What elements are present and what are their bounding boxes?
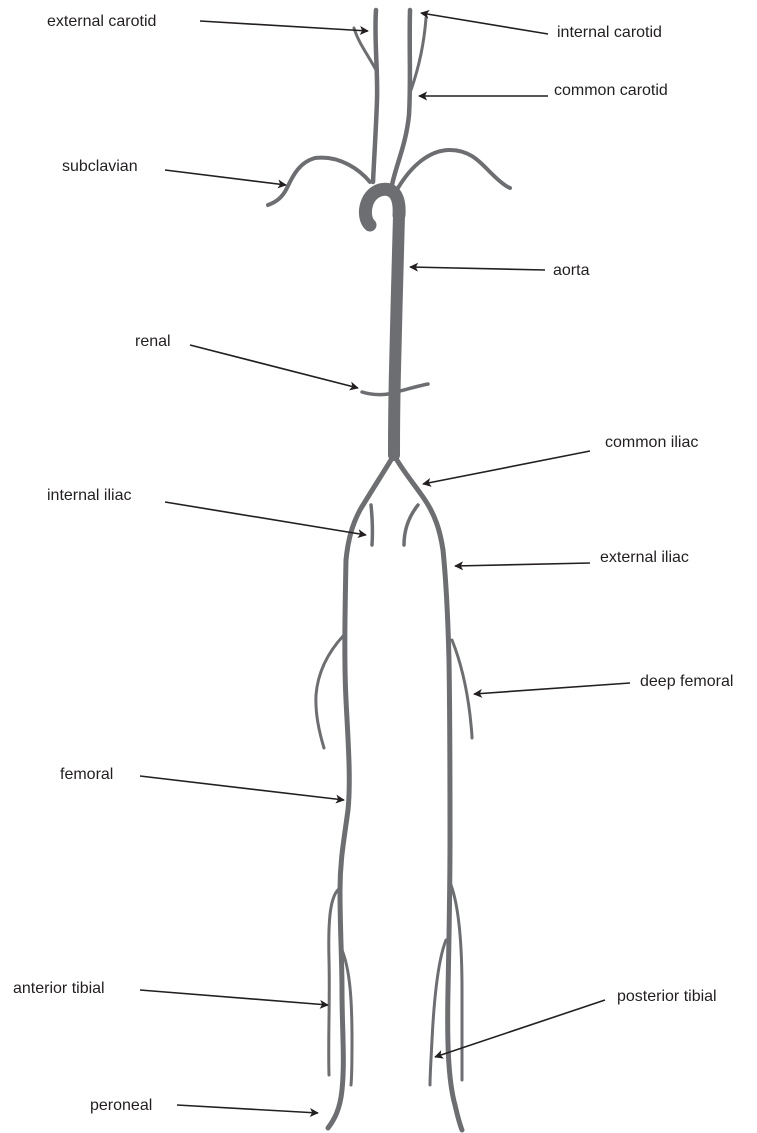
deep-femoral-right-vessel [452, 640, 472, 738]
external-carotid-vessel-branch [354, 28, 376, 70]
femoral-left-vessel [328, 560, 349, 1128]
label-peroneal: peroneal [90, 1097, 152, 1114]
arrow-peroneal [177, 1105, 318, 1113]
label-aorta: aorta [553, 262, 590, 279]
label-common-iliac: common iliac [605, 434, 698, 451]
artery-tree [268, 10, 510, 1130]
arrow-femoral [140, 776, 344, 800]
label-posterior-tibial: posterior tibial [617, 988, 717, 1005]
arrow-common-iliac [423, 451, 590, 484]
arrow-aorta [410, 267, 545, 270]
label-external-carotid: external carotid [47, 13, 156, 30]
arrow-anterior-tibial [140, 990, 328, 1005]
common-iliac-right-vessel [394, 455, 443, 550]
external-carotid-vessel [373, 10, 377, 182]
deep-femoral-left-vessel [316, 635, 344, 748]
posterior-tibial-right-vessel-inner [430, 940, 446, 1085]
label-renal: renal [135, 333, 171, 350]
arrow-internal-iliac [165, 502, 366, 535]
subclavian-left-vessel [268, 158, 370, 205]
label-subclavian: subclavian [62, 158, 138, 175]
internal-iliac-left-vessel [371, 505, 372, 545]
subclavian-right-vessel [398, 150, 510, 188]
arrow-deep-femoral [474, 683, 630, 694]
label-external-iliac: external iliac [600, 549, 689, 566]
label-femoral: femoral [60, 766, 113, 783]
label-internal-carotid: internal carotid [557, 24, 662, 41]
common-carotid-vessel-branch [411, 18, 426, 90]
internal-iliac-right-vessel [404, 505, 418, 545]
femoral-right-vessel [443, 550, 462, 1130]
internal-carotid-vessel [392, 10, 410, 185]
arrow-external-iliac [455, 563, 590, 566]
pointer-arrows [140, 13, 630, 1113]
arrow-external-carotid [200, 21, 368, 31]
arrow-renal [190, 345, 358, 388]
label-deep-femoral: deep femoral [640, 673, 733, 690]
label-internal-iliac: internal iliac [47, 487, 131, 504]
label-anterior-tibial: anterior tibial [13, 980, 105, 997]
aorta-vessel [394, 215, 399, 455]
arrow-subclavian [165, 170, 286, 185]
arrow-internal-carotid [421, 13, 548, 34]
label-common-carotid: common carotid [554, 82, 668, 99]
